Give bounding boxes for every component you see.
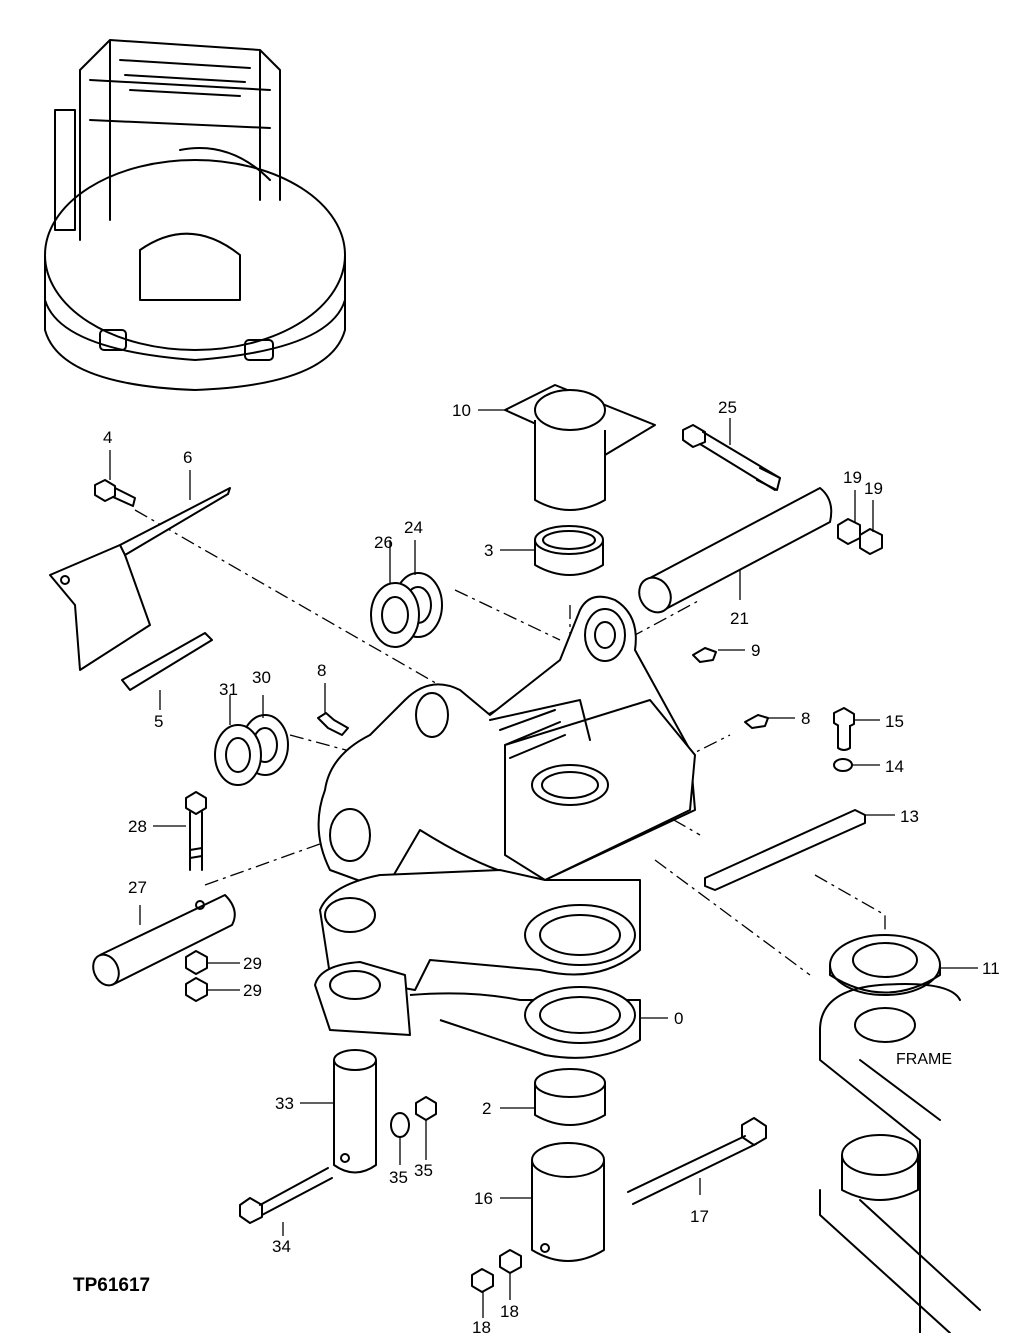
callout-26: 25 bbox=[718, 398, 737, 417]
part-2-bushing bbox=[534, 1068, 606, 1126]
part-24-25-shims bbox=[370, 572, 443, 648]
callout-18a: 18 bbox=[472, 1318, 491, 1333]
callout-29a: 29 bbox=[243, 954, 262, 973]
part-11-cap-plate bbox=[504, 384, 656, 511]
callout-16: 16 bbox=[474, 1189, 493, 1208]
part-34-bolt bbox=[239, 1167, 333, 1224]
part-27-pin bbox=[92, 894, 236, 987]
part-9-grease-fitting bbox=[692, 647, 717, 663]
part-6-cover bbox=[49, 487, 231, 671]
callout-29b: 29 bbox=[243, 981, 262, 1000]
callout-19b: 19 bbox=[864, 479, 883, 498]
part-15-bolt bbox=[833, 707, 855, 751]
leader-lines bbox=[109, 409, 978, 1318]
callout-18b: 18 bbox=[500, 1302, 519, 1321]
callout-31: 31 bbox=[219, 680, 238, 699]
part-3-bushing bbox=[534, 525, 604, 576]
frame-outline bbox=[819, 983, 981, 1333]
part-8-grease-fitting-right bbox=[744, 714, 769, 729]
callout-13: 13 bbox=[900, 807, 919, 826]
part-4-strip bbox=[121, 632, 213, 691]
callout-35b: 35 bbox=[414, 1161, 433, 1180]
callout-35a: 35 bbox=[389, 1168, 408, 1187]
callout-33: 33 bbox=[275, 1094, 294, 1113]
callout-14: 14 bbox=[885, 757, 904, 776]
part-13-plate bbox=[704, 809, 866, 891]
callout-8-left: 8 bbox=[317, 661, 326, 680]
callout-19a: 19 bbox=[843, 468, 862, 487]
callout-labels: 10 3 25 19 19 21 9 8 15 14 13 11 0 2 16 … bbox=[103, 398, 1000, 1333]
callout-15: 15 bbox=[885, 712, 904, 731]
callout-34: 34 bbox=[272, 1237, 291, 1256]
callout-25: 26 bbox=[374, 533, 393, 552]
excavator-inset-illustration bbox=[44, 39, 346, 391]
part-16-pin bbox=[531, 1142, 605, 1262]
part-17-bolt bbox=[627, 1117, 767, 1205]
callout-24: 24 bbox=[404, 518, 423, 537]
callout-3: 3 bbox=[484, 541, 493, 560]
callout-21: 21 bbox=[730, 609, 749, 628]
part-21-pin bbox=[638, 487, 833, 614]
part-29-nuts bbox=[185, 950, 208, 1002]
callout-28: 28 bbox=[128, 817, 147, 836]
part-8-grease-fitting-left bbox=[317, 712, 349, 736]
callout-0: 0 bbox=[674, 1009, 683, 1028]
part-35-nut-washer bbox=[390, 1096, 437, 1138]
figure-id: TP61617 bbox=[73, 1275, 150, 1296]
part-28-bolt bbox=[185, 791, 207, 871]
frame-label: FRAME bbox=[896, 1051, 952, 1068]
callout-2: 2 bbox=[482, 1099, 491, 1118]
part-10-seal bbox=[829, 934, 941, 996]
part-26-bolt bbox=[682, 424, 781, 491]
callout-8-right: 8 bbox=[801, 709, 810, 728]
callout-17: 17 bbox=[690, 1207, 709, 1226]
callout-10: 11 bbox=[982, 959, 1000, 978]
callout-4: 5 bbox=[154, 712, 163, 731]
part-14-washer bbox=[833, 758, 853, 772]
callout-6: 6 bbox=[183, 448, 192, 467]
callout-27: 27 bbox=[128, 878, 147, 897]
part-18-nuts bbox=[471, 1249, 522, 1293]
callout-5: 4 bbox=[103, 428, 112, 447]
part-19-nuts bbox=[837, 518, 883, 555]
callout-9: 9 bbox=[751, 641, 760, 660]
part-33-pin bbox=[333, 1049, 377, 1174]
part-5-bolt bbox=[94, 479, 136, 507]
callout-30: 30 bbox=[252, 668, 271, 687]
part-0-swing-bracket bbox=[314, 595, 696, 1059]
part-30-31-shims bbox=[214, 714, 289, 786]
callout-11: 10 bbox=[452, 401, 471, 420]
